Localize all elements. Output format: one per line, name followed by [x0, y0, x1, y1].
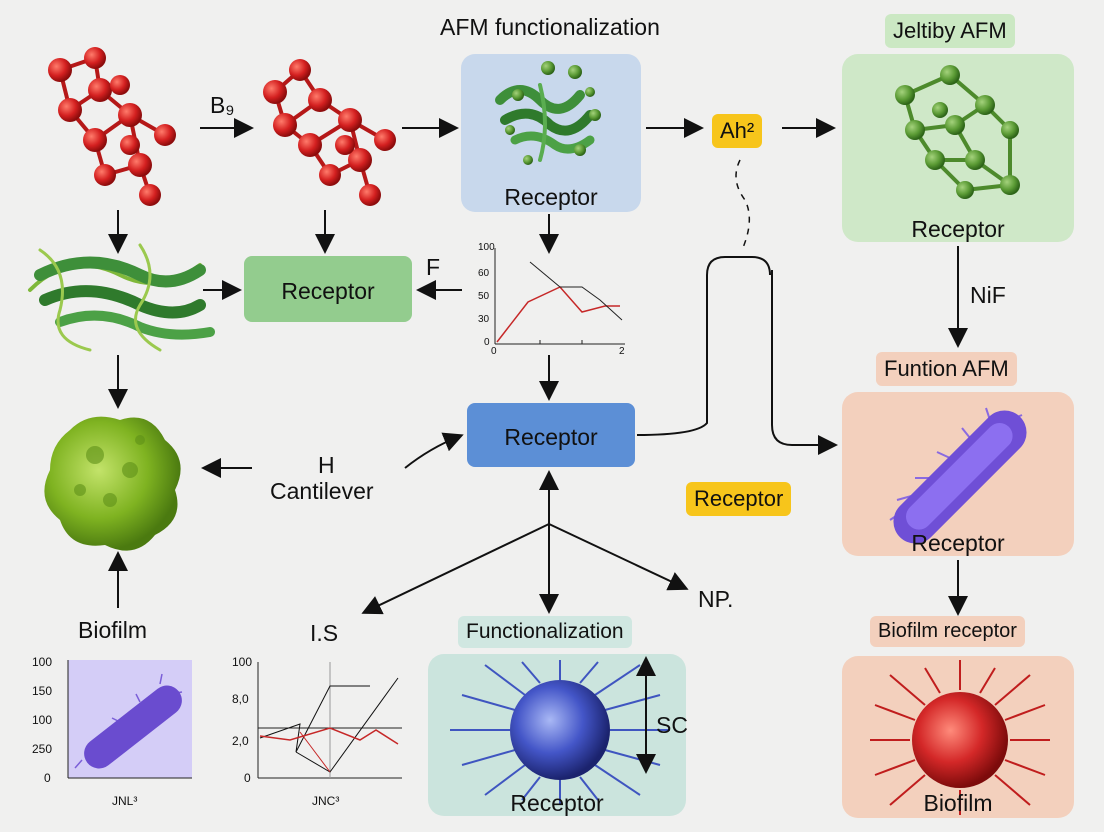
blue-virus: [450, 660, 670, 805]
mini-mid-ytick-3: 2,0: [232, 734, 249, 748]
label-is: I.S: [310, 620, 339, 646]
label-sc: SC: [656, 712, 688, 738]
mini-left-ytick-5: 0: [44, 771, 51, 785]
mini-left-ytick-3: 100: [32, 713, 53, 727]
label-nif: NiF: [970, 282, 1006, 308]
tag-ah2: Ah²: [712, 114, 763, 148]
label-biofilm-left: Biofilm: [78, 617, 148, 643]
protein-ribbon-left: [28, 243, 215, 352]
lime-blob: [44, 416, 181, 551]
top-receptor-label: Receptor: [504, 184, 598, 210]
right-top-receptor-label: Receptor: [911, 216, 1005, 242]
bacterium-purple: [889, 407, 1027, 544]
tag-jeltiby: Jeltiby AFM: [885, 14, 1015, 48]
right-mid-receptor-label: Receptor: [911, 530, 1005, 556]
mini-chart-top: [494, 248, 625, 345]
mini-left-ytick-2: 150: [32, 684, 53, 698]
mini-top-ytick-5: 0: [484, 337, 490, 348]
mid-left-receptor-label: Receptor: [281, 278, 375, 304]
mini-left-ytick-1: 100: [32, 655, 53, 669]
page-title: AFM functionalization: [440, 14, 660, 40]
right-bottom-biofilm-label: Biofilm: [923, 790, 993, 816]
mini-top-ytick-4: 30: [478, 314, 490, 325]
tag-biofilm-receptor: Biofilm receptor: [870, 616, 1025, 647]
tag-funtion: Funtion AFM: [876, 352, 1017, 386]
mini-chart-left: [67, 660, 192, 779]
label-np: NP.: [698, 586, 734, 612]
mini-top-ytick-1: 100: [478, 242, 495, 253]
mini-chart-mid: [257, 662, 402, 779]
mini-left-xlabel: JNL³: [112, 794, 138, 808]
mini-mid-xlabel: JNC³: [312, 794, 340, 808]
mini-top-xtick-1: 0: [491, 346, 497, 357]
floating-receptor-tag: Receptor: [686, 482, 792, 516]
mini-left-ytick-4: 250: [32, 742, 53, 756]
mini-mid-ytick-2: 8,0: [232, 692, 249, 706]
label-f: F: [426, 254, 441, 280]
mini-top-ytick-2: 60: [478, 268, 490, 279]
mini-top-ytick-3: 50: [478, 291, 490, 302]
mini-top-xtick-2: 2: [619, 346, 625, 357]
bottom-center-receptor-label: Receptor: [510, 790, 604, 816]
red-virus: [870, 660, 1050, 815]
label-b9: B₉: [210, 92, 235, 118]
mini-mid-ytick-4: 0: [244, 771, 251, 785]
tag-functionalization: Functionalization: [458, 616, 632, 648]
label-cantilever: Cantilever: [270, 478, 374, 504]
center-receptor-label: Receptor: [504, 424, 598, 450]
label-h: H: [318, 452, 335, 478]
mini-mid-ytick-1: 100: [232, 655, 253, 669]
